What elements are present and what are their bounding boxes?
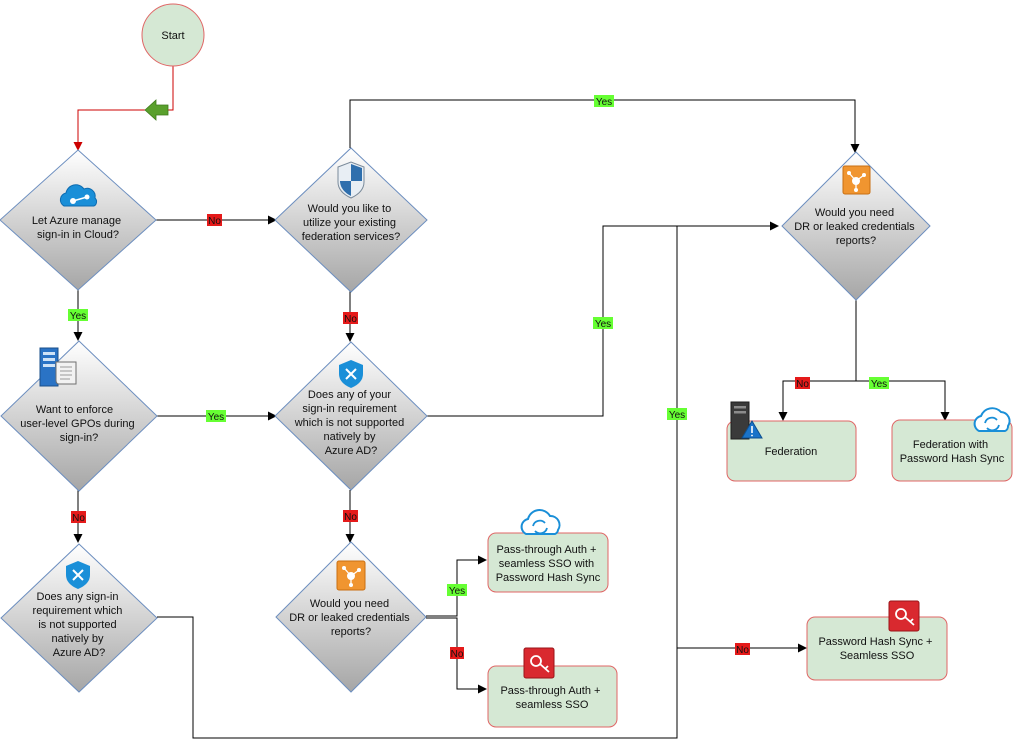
tag-no-manage: No — [207, 214, 222, 227]
svg-text:No: No — [344, 512, 357, 523]
left-arrow-icon — [144, 99, 169, 121]
key-lock-icon — [888, 600, 920, 632]
tag-no-federation: No — [343, 312, 358, 325]
tag-yes-dr-top: Yes — [869, 377, 889, 390]
decision-requirement-b[interactable]: Does any sign-in requirement which is no… — [0, 543, 158, 693]
svg-text:Want to enforce user-lev: Want to enforce user-level GPOs during s… — [20, 404, 137, 444]
identity-protection-icon — [842, 165, 871, 195]
connector-start — [73, 66, 174, 151]
svg-text:Would you need DR or lea: Would you need DR or leaked credentials … — [289, 598, 413, 638]
connector-req-b — [157, 226, 678, 739]
tag-no-requirement-b: No — [735, 643, 750, 656]
tag-no-dr-bottom: No — [450, 647, 464, 660]
svg-text:No: No — [344, 314, 357, 325]
svg-text:Yes: Yes — [595, 319, 611, 330]
outcome-federation-phs[interactable]: Federation with Password Hash Sync — [891, 419, 1013, 482]
tag-yes-requirement-b: Yes — [667, 408, 687, 421]
svg-text:No: No — [796, 379, 809, 390]
svg-text:Yes: Yes — [669, 410, 685, 421]
cloud-sync-icon — [973, 407, 1011, 432]
tag-no-gpo: No — [71, 511, 86, 524]
svg-text:Would you like to utiliz: Would you like to utilize your existing … — [302, 203, 400, 243]
svg-text:Yes: Yes — [596, 97, 612, 108]
svg-text:Password Hash Sync + Sea: Password Hash Sync + Seamless SSO — [818, 636, 935, 662]
svg-text:Let Azure manage sign-in: Let Azure manage sign-in in Cloud? — [32, 215, 124, 241]
svg-text:No: No — [72, 513, 85, 524]
tag-yes-requirement-a: Yes — [593, 317, 613, 330]
decision-gpo[interactable]: Want to enforce user-level GPOs during s… — [0, 340, 158, 492]
svg-text:Yes: Yes — [449, 586, 465, 597]
azure-shield-x-icon — [339, 360, 363, 388]
svg-text:Yes: Yes — [871, 379, 887, 390]
edge-tags: No Yes Yes No Yes No Yes No — [68, 95, 889, 660]
svg-text:Federation with Password: Federation with Password Hash Sync — [900, 439, 1005, 465]
start-node[interactable]: Start — [141, 3, 205, 67]
svg-text:Yes: Yes — [70, 311, 86, 322]
svg-text:No: No — [451, 649, 464, 660]
server-document-icon — [39, 347, 77, 387]
svg-text:Federation: Federation — [765, 446, 818, 458]
svg-text:Does any sign-in require: Does any sign-in requirement which is no… — [33, 591, 126, 659]
decision-dr-reports-bottom[interactable]: Would you need DR or leaked credentials … — [275, 541, 427, 693]
tag-yes-dr-bottom: Yes — [447, 584, 467, 597]
decision-dr-reports-top[interactable]: Would you need DR or leaked credentials … — [781, 151, 931, 301]
azure-cloud-icon — [59, 184, 98, 207]
tag-yes-gpo: Yes — [206, 410, 226, 423]
outcome-pta-sso-phs[interactable]: Pass-through Auth + seamless SSO with Pa… — [487, 532, 609, 593]
svg-text:Would you need DR or lea: Would you need DR or leaked credentials … — [794, 207, 918, 247]
svg-text:No: No — [736, 645, 749, 656]
tag-yes-manage: Yes — [68, 309, 88, 322]
decision-manage-cloud[interactable]: Let Azure manage sign-in in Cloud? — [0, 149, 157, 291]
svg-text:No: No — [208, 216, 221, 227]
start-label: Start — [161, 30, 184, 42]
svg-text:Does any of your sign-in: Does any of your sign-in requirement whi… — [294, 389, 408, 457]
outcome-phs-sso[interactable]: Password Hash Sync + Seamless SSO — [806, 616, 948, 681]
decision-requirement-a[interactable]: Does any of your sign-in requirement whi… — [274, 341, 428, 491]
azure-shield-x-icon — [66, 561, 90, 589]
svg-text:Yes: Yes — [208, 412, 224, 423]
tag-yes-federation: Yes — [594, 95, 614, 108]
server-warning-icon — [730, 401, 763, 440]
key-lock-icon — [523, 647, 555, 679]
tag-no-requirement-a: No — [343, 510, 358, 523]
connector-dr-top-no — [778, 380, 856, 421]
svg-text:Pass-through Auth + seam: Pass-through Auth + seamless SSO — [500, 685, 603, 711]
tag-no-dr-top: No — [795, 377, 810, 390]
svg-text:Pass-through Auth + seam: Pass-through Auth + seamless SSO with Pa… — [496, 544, 601, 584]
decision-federation-existing[interactable]: Would you like to utilize your existing … — [274, 147, 428, 293]
identity-protection-icon — [336, 560, 366, 591]
cloud-sync-icon — [520, 509, 561, 535]
shield-icon — [337, 161, 365, 199]
